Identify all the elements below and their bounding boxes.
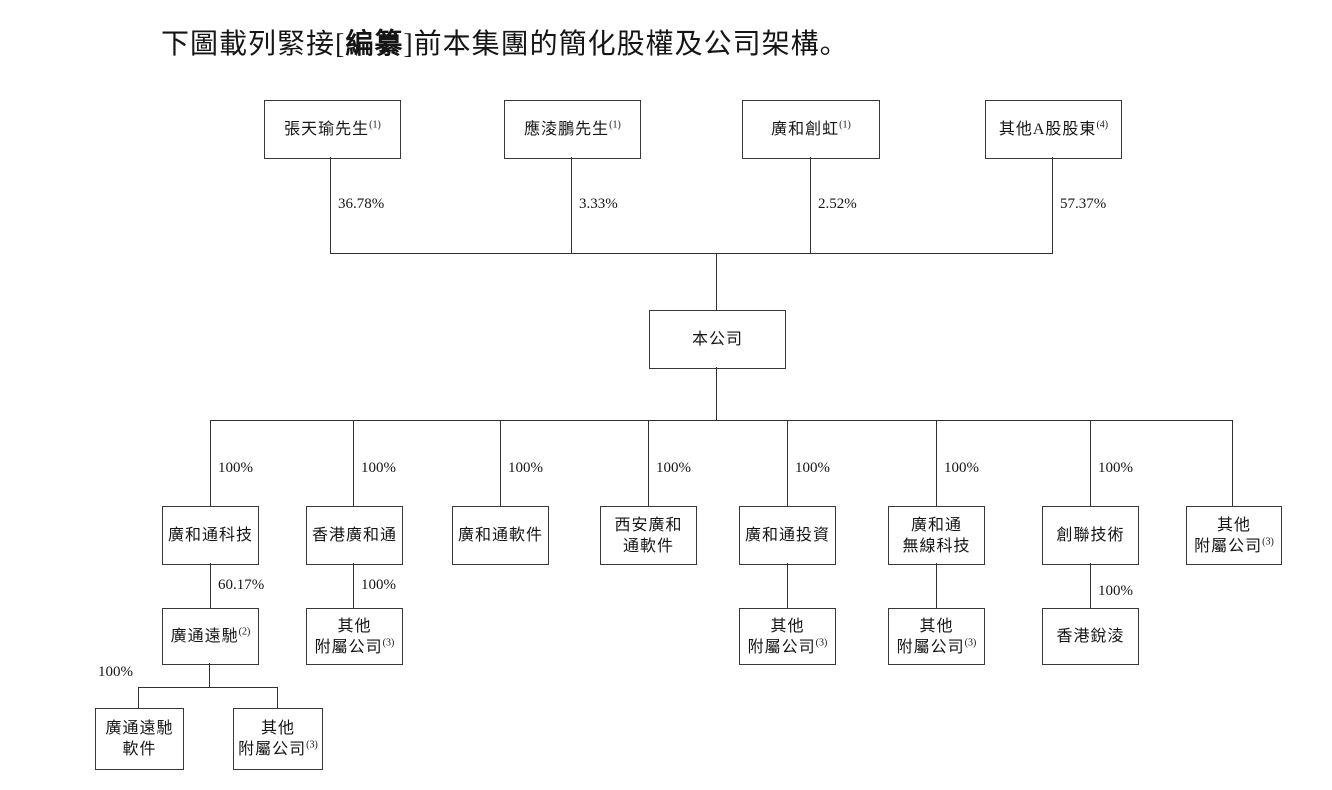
connector-line: [716, 367, 717, 420]
node-label: 其他 附屬公司: [314, 617, 383, 656]
node-label: 廣和創虹: [771, 121, 840, 138]
node-chuanglian-tech: 創聯技術: [1042, 506, 1139, 565]
footnote-ref: (3): [306, 739, 318, 751]
connector-line: [1231, 420, 1233, 506]
node-guangtong-yuanchi-software: 廣通遠馳 軟件: [95, 708, 184, 770]
node-fibocom-wireless-tech: 廣和通 無線科技: [888, 506, 985, 565]
connector-line: [138, 687, 277, 688]
connector-line: [277, 687, 278, 708]
footnote-ref: (1): [839, 119, 851, 131]
node-label: 創聯技術: [1056, 527, 1125, 544]
connector-line: [210, 420, 211, 506]
node-fibocom-software: 廣和通軟件: [452, 506, 549, 565]
percent-hk-ruiling: 100%: [1098, 583, 1133, 599]
connector-line: [787, 420, 788, 506]
footnote-ref: (1): [369, 119, 381, 131]
connector-line: [716, 253, 717, 310]
node-label: 應淩鵬先生: [524, 121, 610, 138]
connector-line: [330, 253, 1053, 254]
node-other-a-shareholders: 其他A股股東(4): [985, 100, 1122, 159]
node-label: 廣和通投資: [744, 527, 830, 544]
percent-fibocom-software: 100%: [508, 460, 543, 476]
title-part1: 下圖載列緊接[: [161, 29, 346, 60]
percent-xian-fibocom-software: 100%: [656, 460, 691, 476]
node-zhang-tianyu: 張天瑜先生(1): [264, 100, 401, 159]
node-label: 廣通遠馳 軟件: [105, 720, 174, 758]
node-hk-ruiling: 香港銳淩: [1042, 608, 1139, 665]
percent-guangtong-yuanchi: 60.17%: [218, 577, 265, 593]
connector-line: [571, 157, 572, 253]
connector-line: [1052, 157, 1053, 253]
connector-line: [138, 687, 139, 708]
connector-line: [787, 563, 788, 608]
percent-ying-lingpeng: 3.33%: [579, 196, 618, 212]
node-label: 香港銳淩: [1056, 628, 1125, 645]
connector-line: [353, 420, 354, 506]
node-label: 其他 附屬公司: [238, 720, 307, 758]
node-label: 廣和通軟件: [457, 527, 543, 544]
node-other-subsidiaries-investment: 其他 附屬公司(3): [739, 608, 836, 665]
connector-line: [936, 563, 937, 608]
node-other-subsidiaries-wireless: 其他 附屬公司(3): [888, 608, 985, 665]
percent-fibocom-tech: 100%: [218, 460, 253, 476]
node-guanghe-chuanghong: 廣和創虹(1): [742, 100, 880, 159]
footnote-ref: (2): [238, 626, 251, 638]
node-label: 其他A股股東: [998, 121, 1097, 138]
footnote-ref: (1): [609, 119, 621, 131]
node-company: 本公司: [649, 310, 786, 369]
percent-other-a-shareholders: 57.37%: [1060, 196, 1107, 212]
node-label: 廣和通 無線科技: [902, 516, 971, 555]
connector-line: [936, 420, 937, 506]
percent-guangtong-yuanchi-children: 100%: [98, 664, 133, 680]
connector-line: [810, 157, 811, 253]
connector-line: [210, 563, 211, 608]
node-label: 其他 附屬公司: [747, 617, 816, 656]
percent-guanghe-chuanghong: 2.52%: [818, 196, 857, 212]
node-label: 其他 附屬公司: [896, 617, 965, 656]
node-fibocom-investment: 廣和通投資: [739, 506, 836, 565]
node-other-subsidiaries-hk: 其他 附屬公司(3): [306, 608, 403, 665]
connector-line: [648, 420, 649, 506]
connector-line: [210, 420, 1233, 421]
connector-line: [1090, 420, 1091, 506]
node-label: 其他 附屬公司: [1194, 516, 1263, 555]
node-label: 香港廣和通: [311, 527, 397, 544]
footnote-ref: (3): [964, 637, 977, 649]
percent-fibocom-investment: 100%: [795, 460, 830, 476]
footnote-ref: (3): [1262, 536, 1274, 548]
node-xian-fibocom-software: 西安廣和 通軟件: [600, 506, 697, 565]
connector-line: [330, 157, 331, 253]
page-title: 下圖載列緊接[編纂]前本集團的簡化股權及公司架構。: [161, 22, 849, 62]
percent-fibocom-wireless-tech: 100%: [944, 460, 979, 476]
node-guangtong-yuanchi: 廣通遠馳(2): [162, 608, 259, 665]
title-part2: ]前本集團的簡化股權及公司架構。: [403, 29, 849, 60]
title-redacted: 編纂: [345, 29, 404, 60]
percent-hk-fibocom-subsidiaries: 100%: [361, 577, 396, 593]
node-label: 廣和通科技: [167, 527, 253, 544]
connector-line: [1090, 563, 1091, 608]
node-label: 西安廣和 通軟件: [614, 516, 683, 555]
node-label: 張天瑜先生: [284, 121, 370, 138]
connector-line: [209, 663, 210, 687]
node-hk-fibocom: 香港廣和通: [306, 506, 403, 565]
footnote-ref: (3): [382, 637, 395, 649]
connector-line: [353, 563, 354, 608]
percent-zhang-tianyu: 36.78%: [338, 196, 385, 212]
node-other-subsidiaries-guangtong: 其他 附屬公司(3): [233, 708, 323, 770]
node-ying-lingpeng: 應淩鵬先生(1): [504, 100, 641, 159]
node-other-subsidiaries-top: 其他 附屬公司(3): [1186, 506, 1282, 565]
footnote-ref: (4): [1096, 119, 1109, 131]
node-label: 廣通遠馳: [170, 628, 239, 645]
node-label: 本公司: [691, 331, 743, 348]
node-fibocom-tech: 廣和通科技: [162, 506, 259, 565]
footnote-ref: (3): [815, 637, 828, 649]
percent-chuanglian-tech: 100%: [1098, 460, 1133, 476]
percent-hk-fibocom: 100%: [361, 460, 396, 476]
connector-line: [500, 420, 501, 506]
